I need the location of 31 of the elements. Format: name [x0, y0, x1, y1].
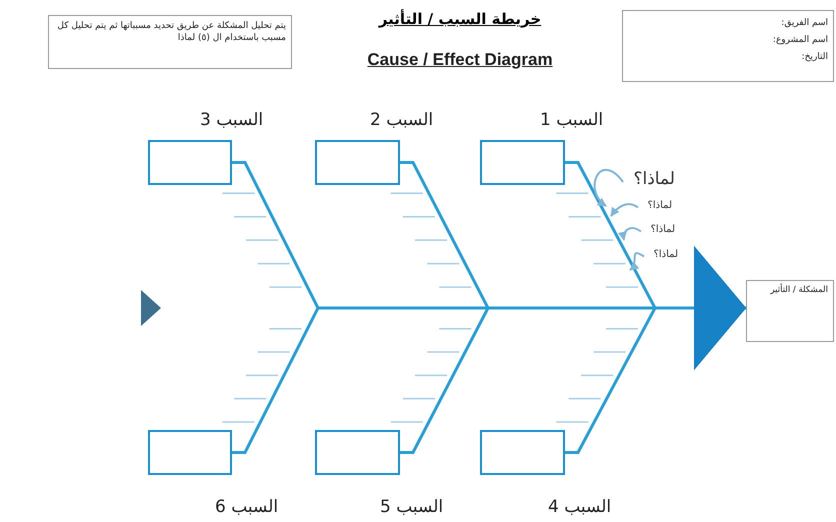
why-text: لماذا؟ [632, 168, 675, 191]
cause-box [148, 140, 232, 185]
subtitle: Cause / Effect Diagram [366, 50, 554, 70]
note-box [48, 15, 292, 69]
cause-box [315, 140, 400, 185]
form-field-label: اسم المشروع: [772, 34, 828, 48]
cause-label: السبب 1 [540, 110, 604, 130]
cause-box [480, 140, 565, 185]
why-text: لماذا؟ [646, 199, 672, 212]
cause-label: السبب 2 [370, 110, 434, 130]
curved-arrow [629, 252, 645, 271]
instruction-text: يتم تحليل المشكلة عن طريق تحديد مسبباتها ثم يتم تحليل كل مسبب باستخدام ال (٥) لماذا [56, 20, 286, 44]
cause-label: السبب 4 [548, 497, 612, 517]
why-text: لماذا؟ [650, 223, 675, 236]
curved-arrow [594, 169, 624, 207]
why-text: لماذا؟ [652, 248, 678, 262]
cause-label: السبب 3 [200, 110, 264, 130]
cause-label: السبب 5 [380, 497, 444, 517]
info-box [622, 10, 834, 82]
cause-box [148, 430, 232, 475]
form-field-label: اسم الفريق: [780, 17, 828, 30]
curved-arrow [610, 203, 639, 217]
cause-box [480, 430, 565, 475]
curved-arrow [618, 227, 642, 241]
effect-box [746, 280, 834, 342]
cause-box [315, 430, 400, 475]
form-field-label: التاريخ: [800, 51, 828, 64]
title: خريطة السبب / التأثير [377, 10, 542, 28]
fish-bone-arrow [565, 246, 746, 454]
effect-label: المشكلة / التأثير [769, 285, 828, 296]
cause-label: السبب 6 [215, 497, 278, 517]
